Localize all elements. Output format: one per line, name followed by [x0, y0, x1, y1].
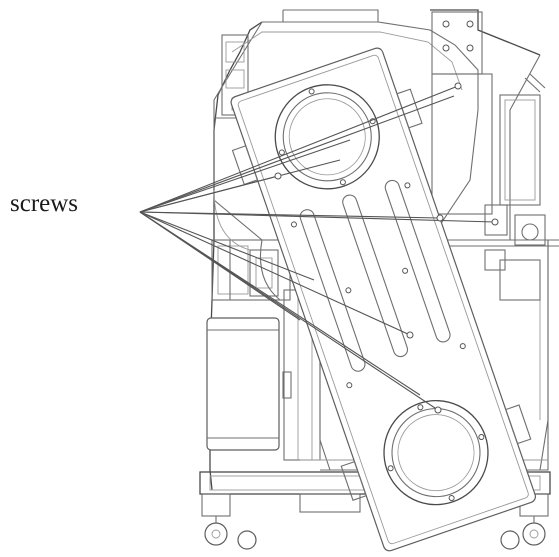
leader-line-9 — [139, 211, 411, 336]
screw-markers — [274, 82, 499, 414]
screw-marker — [434, 406, 442, 414]
screw-marker — [406, 331, 414, 339]
screws-label: screws — [10, 190, 79, 217]
leader-line-11 — [139, 211, 421, 396]
leader-line-3 — [139, 139, 351, 213]
screw-marker — [436, 214, 444, 222]
tilted-arm-assembly — [230, 47, 537, 552]
leader-line-8 — [139, 211, 315, 281]
screw-leader-lines — [139, 85, 496, 411]
leader-line-12 — [139, 211, 301, 321]
screw-marker — [274, 172, 282, 180]
leader-line-2 — [139, 95, 455, 213]
screw-marker — [491, 218, 499, 226]
leader-line-5 — [139, 175, 279, 213]
leader-line-7 — [139, 211, 441, 219]
leader-line-1 — [139, 85, 459, 213]
screw-marker — [454, 82, 462, 90]
